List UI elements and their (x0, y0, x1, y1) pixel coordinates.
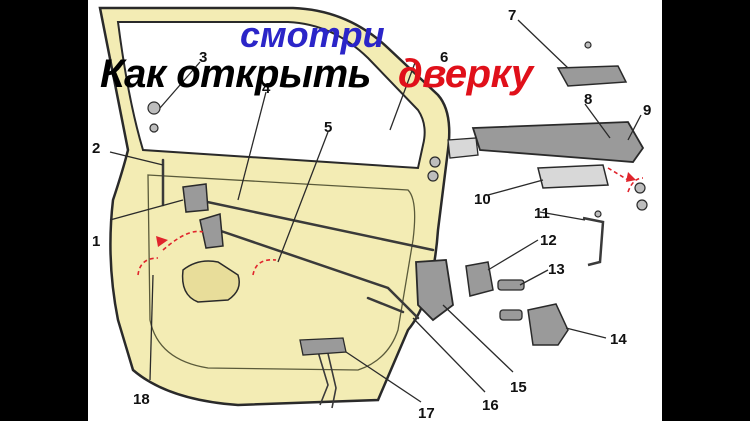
callout-14: 14 (610, 331, 627, 348)
callout-6: 6 (440, 49, 448, 66)
bolts (497, 279, 525, 321)
callout-15: 15 (510, 379, 527, 396)
handle-recess (181, 260, 240, 303)
callout-18: 18 (133, 391, 150, 408)
callout-2: 2 (92, 140, 100, 157)
lock-bracket (465, 261, 494, 297)
trim-plate (537, 164, 609, 189)
speaker-bracket (299, 337, 347, 356)
red-arrows (156, 172, 636, 247)
seal-ring (447, 137, 479, 159)
callout-4: 4 (262, 80, 271, 97)
handle-rod (216, 228, 420, 320)
handle-lever (556, 65, 628, 87)
wiring (315, 344, 337, 409)
callout-10: 10 (474, 191, 491, 208)
lock-link (582, 216, 605, 267)
leader-lines (109, 19, 642, 403)
callout-8: 8 (584, 91, 592, 108)
door-diagram: 1 2 3 4 5 6 7 8 9 10 11 12 13 14 15 16 1… (92, 6, 651, 421)
diagram-canvas: 1 2 3 4 5 6 7 8 9 10 11 12 13 14 15 16 1… (88, 0, 662, 421)
lock-rod (196, 198, 435, 252)
callout-5: 5 (324, 119, 332, 136)
callout-16: 16 (482, 397, 499, 414)
callout-17: 17 (418, 405, 435, 421)
callout-9: 9 (643, 102, 651, 119)
red-dashed-guides (137, 167, 644, 276)
door-latch (415, 259, 454, 322)
window-opening (116, 21, 426, 170)
callout-13: 13 (548, 261, 565, 278)
overlay-watch-text: смотри (240, 14, 385, 55)
overlay-title-black: Как открыть (100, 52, 371, 96)
door-inner-panel (147, 174, 416, 371)
callout-1: 1 (92, 233, 100, 250)
fasteners (147, 41, 648, 218)
callout-7: 7 (508, 7, 516, 24)
overlay-title-red: дверку (398, 52, 533, 96)
callout-numbers: 1 2 3 4 5 6 7 8 9 10 11 12 13 14 15 16 1… (92, 7, 651, 421)
callout-12: 12 (540, 232, 557, 249)
rods (161, 158, 435, 320)
outer-handle (471, 121, 645, 163)
inner-handle (199, 213, 224, 249)
lower-rod (366, 296, 405, 314)
callout-3: 3 (199, 49, 207, 66)
callout-11: 11 (534, 205, 550, 222)
striker (527, 303, 569, 346)
inner-lock (182, 183, 209, 213)
